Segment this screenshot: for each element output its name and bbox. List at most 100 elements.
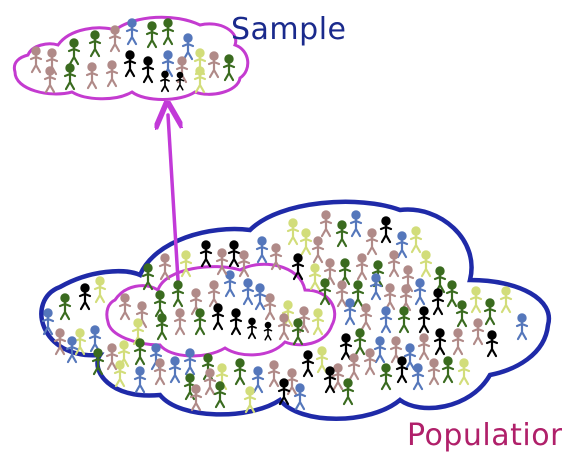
stick-figure-icon [193,66,207,94]
arrow-up-icon [168,115,178,282]
stick-figure-icon [299,228,313,256]
stick-figure-icon [215,248,229,276]
stick-figure-icon [78,283,92,311]
stick-figure-icon [323,366,337,394]
stick-figure-icon [149,343,163,371]
stick-figure-icon [168,356,182,384]
stick-figure-icon [63,63,77,91]
stick-figure-icon [141,56,155,84]
stick-figure-icon [293,383,307,411]
stick-figure-icon [277,378,291,406]
stick-figure-icon [118,293,132,321]
stick-figure-icon [189,384,203,412]
stick-figure-icon [223,270,237,298]
stick-figure-icon [395,231,409,259]
stick-figure-icon [105,60,119,88]
stick-figure-icon [301,350,315,378]
stick-figure-icon [253,283,267,311]
stick-figure-icon [155,313,169,341]
stick-figure-icon [179,250,193,278]
stick-figure-icon [135,301,149,329]
stick-figure-icon [297,306,311,334]
sample-label: Sample [231,12,347,47]
stick-figure-icon [401,265,415,293]
stick-figure-icon [189,288,203,316]
stick-figure-icon [183,348,197,376]
stick-figure-icon [141,263,155,291]
stick-figure-icon [347,353,361,381]
stick-figure-icon [379,363,393,391]
stick-figure-icon [351,280,365,308]
stick-figure-icon [171,280,185,308]
stick-figure-icon [229,308,243,336]
stick-figure-icon [277,313,291,341]
stick-figure-icon [88,30,102,58]
stick-figure-icon [318,278,332,306]
stick-figure-icon [108,25,122,53]
stick-figure-icon [419,250,433,278]
stick-figure-icon [335,220,349,248]
stick-figure-icon [311,236,325,264]
stick-figure-icon [445,280,459,308]
stick-figure-icon [411,363,425,391]
stick-figure-icon [173,308,187,336]
stick-figure-icon [373,336,387,364]
stick-figure-icon [433,266,447,294]
stick-figure-icon [485,330,499,358]
stick-figure-icon [207,280,221,308]
sample-region-cloud [105,262,337,358]
stick-figure-icon [222,54,236,82]
stick-figure-icon [160,70,170,93]
stick-figure-icon [153,290,167,318]
stick-figure-icon [483,298,497,326]
stick-figure-icon [201,353,215,381]
stick-figure-icon [113,360,127,388]
stick-figure-icon [211,303,225,331]
stick-figure-icon [123,50,137,78]
stick-figure-icon [387,250,401,278]
sample-cloud [12,15,250,101]
stick-figure-icon [469,286,483,314]
stick-figure-icon [285,368,299,396]
stick-figure-icon [263,293,277,321]
stick-figure-icon [455,300,469,328]
stick-figure-icon [433,328,447,356]
stick-figure-icon [286,218,300,246]
stick-figure-icon [161,18,175,46]
stick-figure-icon [331,363,345,391]
stick-figure-icon [389,336,403,364]
stick-figure-icon [215,363,229,391]
stick-figure-icon [319,210,333,238]
stick-figure-icon [243,386,257,414]
stick-figure-icon [183,373,197,401]
stick-figure-icon [73,328,87,356]
stick-figure-icon [85,62,99,90]
stick-figure-icon [269,243,283,271]
stick-figure-icon [341,378,355,406]
stick-figure-icon [379,306,393,334]
stick-figure-icon [53,328,67,356]
stick-figure-icon [397,306,411,334]
stick-figure-icon [241,278,255,306]
stick-figure-icon [369,273,383,301]
stick-figure-icon [255,236,269,264]
stick-figure-icon [175,71,185,91]
stick-figure-icon [339,333,353,361]
stick-figure-icon [281,300,295,328]
stick-figure-icon [353,328,367,356]
stick-figure-icon [247,317,257,340]
stick-figure-icon [379,216,393,244]
stick-figure-icon [145,21,159,49]
stick-figure-icon [308,263,322,291]
stick-figure-icon [213,381,227,409]
stick-figure-icon [335,280,349,308]
stick-figure-icon [91,348,105,376]
stick-figure-icon [409,226,423,254]
stick-figure-icon [349,210,363,238]
stick-figure-icon [67,38,81,66]
stick-figure-icon [237,250,251,278]
stick-figure-icon [499,286,513,314]
stick-figure-icon [181,33,195,61]
stick-figure-icon [365,228,379,256]
